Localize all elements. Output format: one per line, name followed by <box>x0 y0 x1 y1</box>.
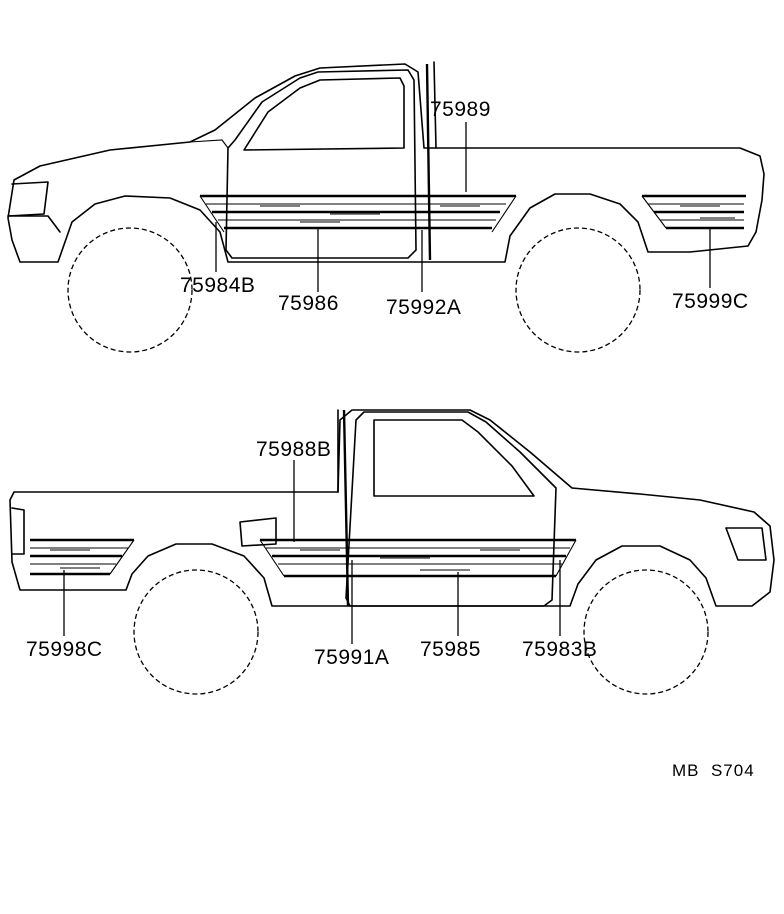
lower-front-wheel <box>583 569 709 695</box>
lower-truck-view <box>9 409 775 695</box>
upper-rear-wheel <box>515 227 641 353</box>
lower-truck-body-outline <box>9 409 775 607</box>
upper-front-wheel <box>67 227 193 353</box>
upper-door-window <box>243 77 405 151</box>
upper-bumper <box>7 215 61 233</box>
lower-rear-stripes <box>30 538 135 576</box>
lower-headlight <box>725 527 767 561</box>
upper-pillar <box>425 63 432 261</box>
lower-fuel-door <box>239 517 277 547</box>
upper-truck-body-outline <box>7 63 765 263</box>
label-75989: 75989 <box>430 98 491 121</box>
label-75985: 75985 <box>420 638 481 661</box>
label-75991A: 75991A <box>314 646 389 669</box>
label-75983B: 75983B <box>522 638 597 661</box>
lower-rear-wheel <box>133 569 259 695</box>
label-75998C: 75998C <box>26 638 103 661</box>
lower-door-window <box>373 419 535 497</box>
label-75984B: 75984B <box>180 274 255 297</box>
upper-door-outline <box>225 69 417 259</box>
lower-tail-light <box>11 507 25 555</box>
upper-hood-line <box>189 139 229 149</box>
upper-rear-stripes <box>641 194 746 230</box>
upper-body-stripes <box>199 194 517 233</box>
label-75986: 75986 <box>278 292 339 315</box>
upper-headlight <box>7 181 49 217</box>
label-75988B: 75988B <box>256 438 331 461</box>
upper-truck-view <box>7 61 765 353</box>
label-75999C: 75999C <box>672 290 749 313</box>
diagram-code: MB S704 <box>672 761 755 780</box>
lower-pillar <box>342 409 350 607</box>
label-75992A: 75992A <box>386 296 461 319</box>
lower-body-stripes <box>259 538 577 578</box>
upper-pillar-2 <box>433 61 437 149</box>
